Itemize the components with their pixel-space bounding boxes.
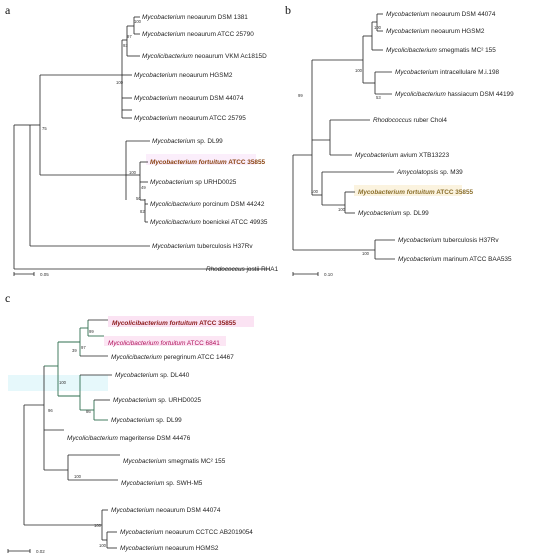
tree-b-labels: Mycobacterium neoaurum DSM 44074 Mycobac… <box>355 11 514 263</box>
bootstrap-value: 50 <box>136 196 141 201</box>
taxon-label: Rhodococcus jostii RHA1 <box>206 266 279 273</box>
taxon-label: Mycolicibacterium boenickei ATCC 49935 <box>150 219 268 226</box>
taxon-label: Mycobacterium sp. DL99 <box>152 138 223 145</box>
scale-bar-c: 0.02 <box>7 549 45 554</box>
panel-a: a <box>5 3 279 277</box>
scale-label-b: 0.10 <box>324 272 333 277</box>
taxon-label: Mycolicibacterium fortuitum ATCC 6841 <box>108 340 220 347</box>
taxon-label-highlighted: Mycobacterium fortuitum ATCC 35855 <box>358 189 474 196</box>
taxon-label: Mycobacterium sp. DL440 <box>115 372 190 379</box>
bootstrap-value: 100 <box>338 207 346 212</box>
taxon-label: Mycobacterium tuberculosis H37Rv <box>152 243 253 250</box>
bootstrap-value: 75 <box>42 126 47 131</box>
bootstrap-value: 82 <box>140 209 145 214</box>
bootstrap-value: 39 <box>72 348 77 353</box>
taxon-label: Mycobacterium sp. SWH-M5 <box>121 480 203 487</box>
tree-b-branches <box>292 13 395 260</box>
taxon-label: Mycolicibacterium smegmatis MC² 155 <box>386 47 496 54</box>
panel-c: c <box>5 291 254 554</box>
bootstrap-value: 100 <box>99 543 107 548</box>
bootstrap-value: 100 <box>94 523 102 528</box>
tree-a-labels: Mycobacterium neoaurum DSM 1381 Mycobact… <box>134 14 279 273</box>
taxon-label: Mycobacterium neoaurum DSM 44074 <box>134 95 244 102</box>
scale-label-a: 0.05 <box>40 272 49 277</box>
taxon-label: Mycobacterium neoaurum ATCC 25795 <box>134 115 246 122</box>
bootstrap-value: 100 <box>59 380 67 385</box>
bootstrap-value: 99 <box>298 93 303 98</box>
bootstrap-value: 100 <box>129 170 137 175</box>
taxon-label: Mycobacterium neoaurum HGMS2 <box>120 545 219 552</box>
taxon-label: Mycobacterium neoaurum DSM 44074 <box>386 11 496 18</box>
tree-c-branches <box>23 319 120 549</box>
bootstrap-value: 93 <box>123 43 128 48</box>
scale-bar-a: 0.05 <box>13 272 49 277</box>
panel-letter-b: b <box>285 3 291 17</box>
taxon-label: Amycolatopsis sp. M39 <box>396 169 463 176</box>
taxon-label: Mycobacterium sp. URHD0025 <box>113 397 202 404</box>
bootstrap-value: 100 <box>362 251 370 256</box>
taxon-label: Mycobacterium neoaurum DSM 1381 <box>142 14 248 21</box>
bootstrap-value: 100 <box>74 474 82 479</box>
taxon-label: Mycobacterium smegmatis MC² 155 <box>123 458 226 465</box>
taxon-label: Mycobacterium neoaurum ATCC 25790 <box>142 31 254 38</box>
taxon-label: Mycobacterium neoaurum HGSM2 <box>134 72 233 79</box>
taxon-label: Mycobacterium neoaurum HGSM2 <box>386 28 485 35</box>
bootstrap-value: 96 <box>48 408 53 413</box>
bootstrap-value: 100 <box>355 68 363 73</box>
bootstrap-value: 97 <box>127 34 132 39</box>
taxon-label-highlighted: Mycolicibacterium fortuitum ATCC 35855 <box>112 320 236 327</box>
panel-b: b <box>285 3 514 277</box>
taxon-label: Mycobacterium tuberculosis H37Rv <box>398 237 499 244</box>
bootstrap-value: 100 <box>374 25 382 30</box>
bootstrap-value: 53 <box>376 95 381 100</box>
bootstrap-value: 99 <box>89 329 94 334</box>
taxon-label: Mycobacterium avium XTB13223 <box>355 152 450 159</box>
taxon-label: Mycobacterium neoaurum CCTCC AB2019054 <box>120 529 253 536</box>
panel-letter-a: a <box>5 3 11 17</box>
highlight-box-c-2 <box>104 336 226 346</box>
taxon-label: Mycolicibacterium neoaurum VKM Ac1815D <box>142 53 267 60</box>
bootstrap-value: 97 <box>81 345 86 350</box>
taxon-label-highlighted: Mycobacterium fortuitum ATCC 35855 <box>150 159 266 166</box>
taxon-label: Rhodococcus ruber Chol4 <box>373 117 447 124</box>
tree-a-bootstrap: 100 97 93 100 75 100 49 50 82 <box>42 19 146 214</box>
taxon-label: Mycobacterium sp. DL99 <box>111 417 182 424</box>
taxon-label: Mycobacterium neoaurum DSM 44074 <box>111 507 221 514</box>
bootstrap-value: 49 <box>141 185 146 190</box>
bootstrap-value: 100 <box>311 189 319 194</box>
tree-c-bootstrap: 99 97 39 100 86 96 100 100 100 <box>48 329 107 548</box>
taxon-label: Mycolicibacterium hassiacum DSM 44199 <box>395 91 514 98</box>
bootstrap-value: 86 <box>86 409 91 414</box>
bootstrap-value: 100 <box>116 80 124 85</box>
tree-c-labels: Mycolicibacterium fortuitum ATCC 35855 M… <box>67 320 253 552</box>
tree-a-branches <box>13 16 270 270</box>
tree-b-bootstrap: 100 100 53 99 100 100 100 <box>298 25 382 256</box>
highlight-box-b <box>354 185 462 196</box>
taxon-label: Mycobacterium sp URHD0025 <box>150 179 237 186</box>
taxon-label: Mycolicibacterium peregrinum ATCC 14467 <box>111 354 234 361</box>
scale-bar-b: 0.10 <box>292 272 333 277</box>
taxon-label: Mycolicibacterium porcinum DSM 44242 <box>150 201 265 208</box>
taxon-label: Mycobacterium intracellulare M.i.198 <box>395 69 500 76</box>
panel-letter-c: c <box>5 291 10 305</box>
taxon-label: Mycobacterium sp. DL99 <box>358 210 429 217</box>
taxon-label: Mycolicibacterium mageritense DSM 44476 <box>67 435 191 442</box>
bootstrap-value: 100 <box>134 19 142 24</box>
taxon-label: Mycobacterium marinum ATCC BAA535 <box>398 256 512 263</box>
highlight-box-a <box>146 154 256 165</box>
scale-label-c: 0.02 <box>36 549 45 554</box>
highlight-box-c <box>108 316 254 327</box>
